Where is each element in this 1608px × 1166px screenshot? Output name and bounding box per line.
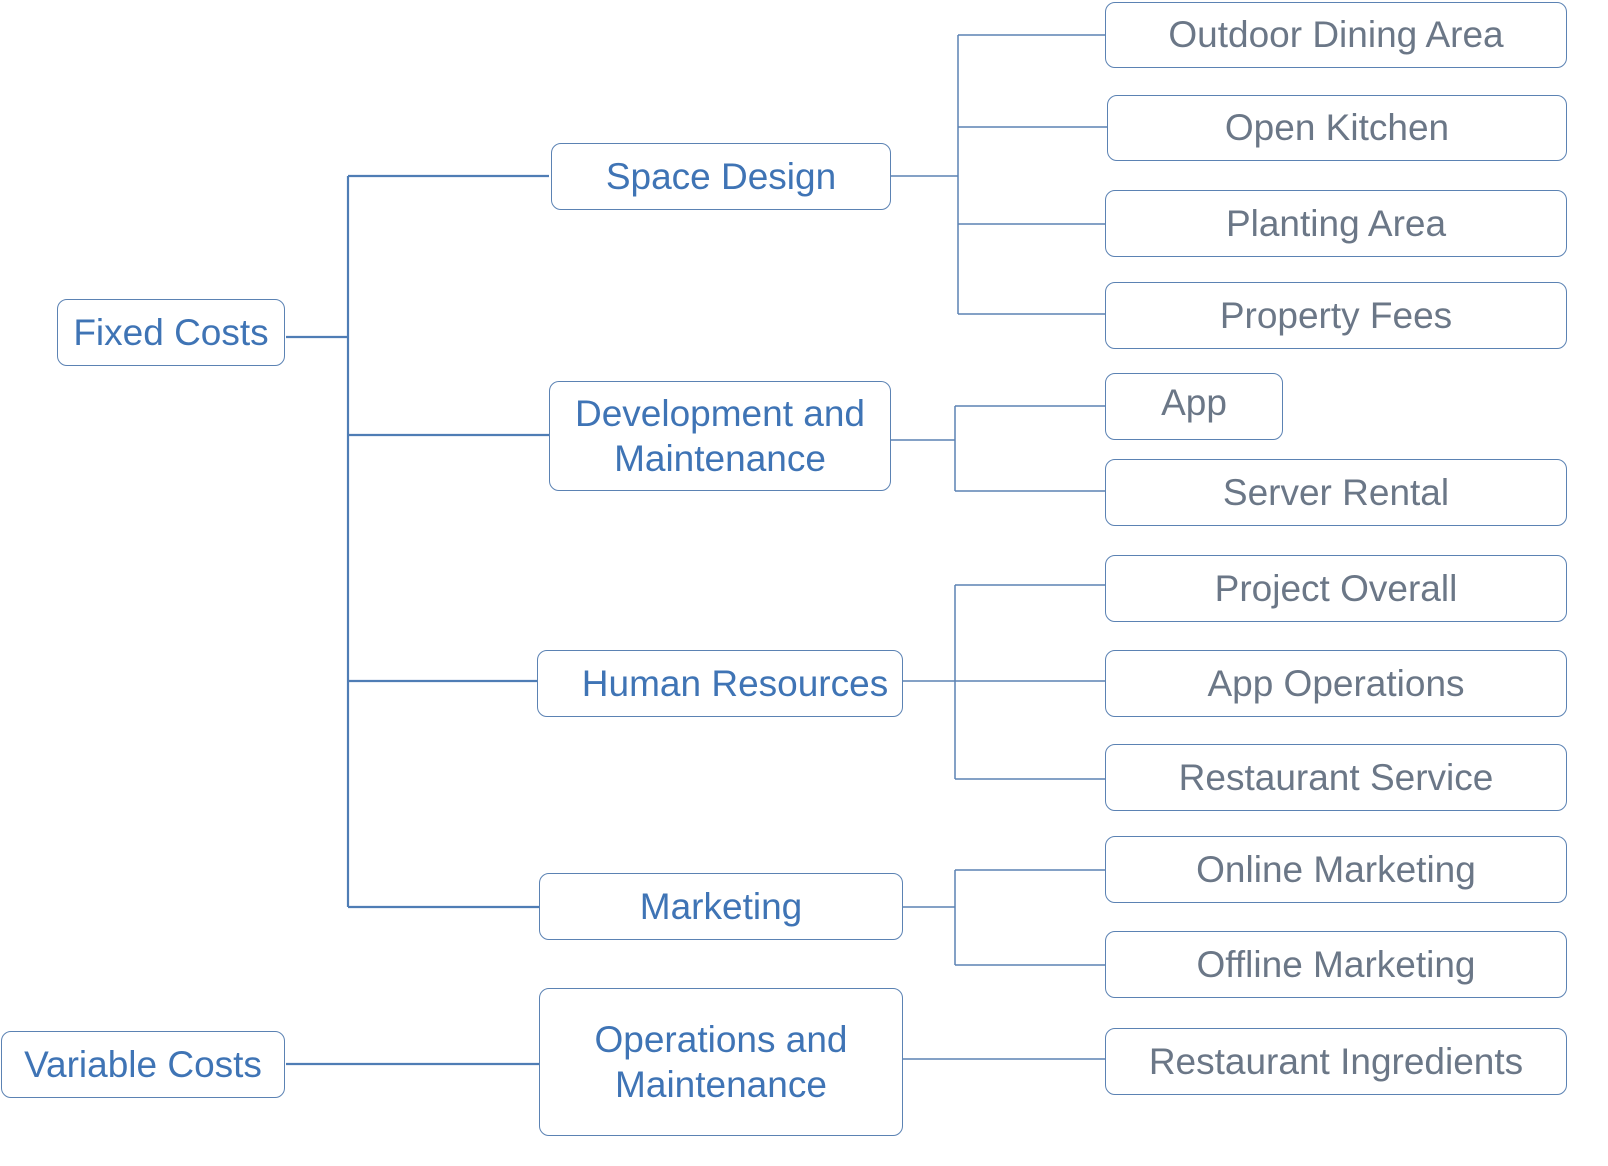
connector-development-branch (891, 405, 1105, 492)
item-restaurant-service-label: Restaurant Service (1178, 756, 1494, 798)
category-development-maintenance-label: Development and Maintenance (574, 392, 866, 479)
item-project-overall-label: Project Overall (1214, 567, 1458, 609)
item-offline-marketing-label: Offline Marketing (1196, 943, 1476, 985)
connector-marketing-branch (903, 869, 1105, 966)
item-restaurant-ingredients-label: Restaurant Ingredients (1148, 1040, 1524, 1082)
item-app-operations: App Operations (1105, 650, 1567, 717)
root-variable-costs-label: Variable Costs (24, 1043, 262, 1085)
item-restaurant-ingredients: Restaurant Ingredients (1105, 1028, 1567, 1095)
item-app-label: App (1161, 381, 1227, 423)
item-property-fees-label: Property Fees (1219, 294, 1453, 336)
category-human-resources: Human Resources (537, 650, 903, 717)
item-server-rental-label: Server Rental (1222, 471, 1450, 513)
category-operations-maintenance: Operations and Maintenance (539, 988, 903, 1136)
item-app-operations-label: App Operations (1207, 662, 1465, 704)
category-marketing-label: Marketing (639, 885, 803, 927)
item-open-kitchen-label: Open Kitchen (1224, 107, 1450, 149)
item-online-marketing: Online Marketing (1105, 836, 1567, 903)
category-marketing: Marketing (539, 873, 903, 940)
connector-space-design-branch (891, 34, 1107, 315)
root-fixed-costs-label: Fixed Costs (73, 311, 269, 353)
category-operations-maintenance-label: Operations and Maintenance (594, 1018, 848, 1105)
item-server-rental: Server Rental (1105, 459, 1567, 526)
connector-fixed-trunk (286, 176, 350, 907)
item-planting-area-label: Planting Area (1225, 202, 1447, 244)
item-restaurant-service: Restaurant Service (1105, 744, 1567, 811)
item-outdoor-dining-area: Outdoor Dining Area (1105, 2, 1567, 68)
item-outdoor-dining-area-label: Outdoor Dining Area (1168, 14, 1504, 56)
item-planting-area: Planting Area (1105, 190, 1567, 257)
root-variable-costs: Variable Costs (1, 1031, 285, 1098)
item-offline-marketing: Offline Marketing (1105, 931, 1567, 998)
item-property-fees: Property Fees (1105, 282, 1567, 349)
item-app: App (1105, 373, 1283, 440)
item-online-marketing-label: Online Marketing (1196, 848, 1476, 890)
item-open-kitchen: Open Kitchen (1107, 95, 1567, 161)
connector-human-resources-branch (903, 584, 1105, 780)
root-fixed-costs: Fixed Costs (57, 299, 285, 366)
item-project-overall: Project Overall (1105, 555, 1567, 622)
category-human-resources-label: Human Resources (581, 662, 889, 704)
category-space-design-label: Space Design (605, 155, 837, 197)
category-development-maintenance: Development and Maintenance (549, 381, 891, 491)
category-space-design: Space Design (551, 143, 891, 210)
